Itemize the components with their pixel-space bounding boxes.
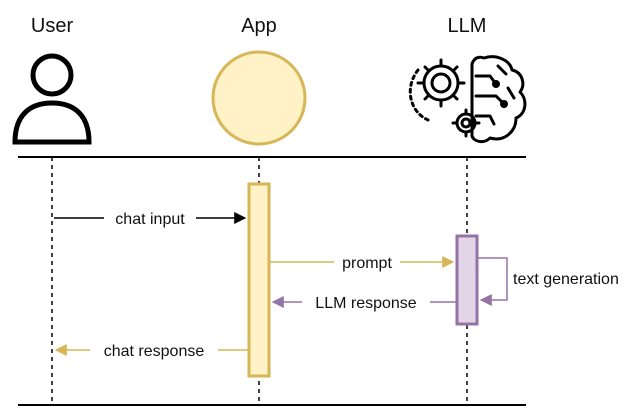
arrow-text-generation bbox=[477, 257, 508, 306]
user-icon bbox=[12, 53, 92, 145]
brain-gears-icon bbox=[408, 55, 527, 144]
actor-label-app: App bbox=[241, 15, 277, 37]
actor-label-llm: LLM bbox=[448, 15, 487, 37]
label-bg-chat-input bbox=[104, 209, 196, 229]
app-circle-icon bbox=[211, 50, 307, 146]
label-prompt: prompt bbox=[342, 255, 392, 272]
actor-label-user: User bbox=[31, 15, 74, 37]
label-llm-response: LLM response bbox=[315, 295, 416, 312]
label-chat-input: chat input bbox=[115, 211, 185, 228]
label-text-generation: text generation bbox=[513, 271, 619, 288]
label-bg-prompt bbox=[334, 253, 400, 273]
activation-bar-llm bbox=[455, 234, 479, 326]
activation-bar-app bbox=[247, 182, 271, 378]
label-chat-response: chat response bbox=[104, 343, 205, 360]
label-bg-llm-response bbox=[302, 293, 430, 313]
label-bg-chat-response bbox=[90, 341, 218, 361]
